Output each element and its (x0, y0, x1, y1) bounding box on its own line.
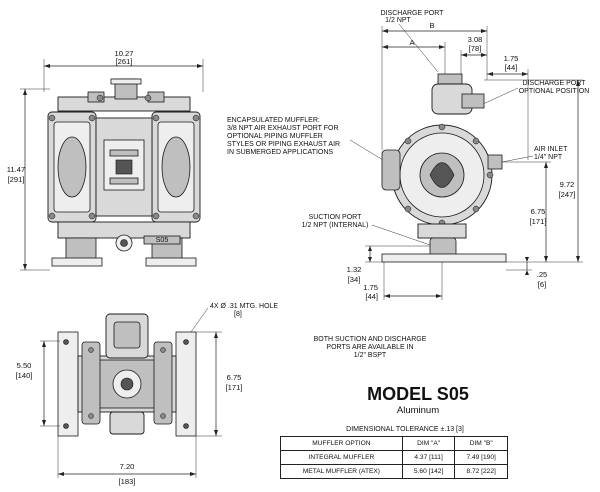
dim-discharge-offset: 3.08 [78] (460, 35, 487, 74)
front-height-mm: [291] (8, 175, 25, 184)
table-cell-dim-a: 5.60 [142] (401, 464, 456, 479)
dim-bottom-width-mm: [183] (119, 477, 136, 486)
suction-port-label: SUCTION PORT (309, 214, 362, 221)
model-subtitle: Aluminum (396, 405, 440, 416)
muffler-line-5: IN SUBMERGED APPLICATIONS (227, 149, 333, 156)
dim-base-offset-in: 1.75 (363, 283, 378, 292)
dim-suction-height-mm: [34] (348, 275, 361, 284)
muffler-line-3: OPTIONAL PIPING MUFFLER (227, 133, 323, 140)
dimensional-tolerance: DIMENSIONAL TOLERANCE ±.13 [3] (346, 426, 464, 433)
dim-bottom-depth-mm: [140] (16, 371, 33, 380)
dim-b-label: B (429, 21, 434, 30)
air-inlet-size: 1/4" NPT (534, 154, 563, 161)
dim-top-offset-mm: [44] (505, 63, 518, 72)
front-pump-body: S05 (47, 78, 201, 267)
dim-base-offset: 1.75 [44] (363, 262, 443, 301)
muffler-line-2: 3/8 NPT AIR EXHAUST PORT FOR (227, 125, 339, 132)
dim-overall-height: 9.72 [247] (484, 79, 583, 262)
front-width-mm: [261] (116, 57, 133, 66)
table-cell-option: INTEGRAL MUFFLER (280, 450, 403, 465)
bottom-view: 4X Ø .31 MTG. HOLE [8] (16, 303, 279, 486)
front-height-dimension: 11.47 [291] (7, 88, 50, 271)
dim-base-thickness-in: .25 (537, 270, 548, 279)
table-row: INTEGRAL MUFFLER 4.37 [111] 7.49 [190] (280, 450, 508, 465)
ports-note-line-2: PORTS ARE AVAILABLE IN (326, 344, 414, 351)
discharge-optional-position: OPTIONAL POSITION (519, 88, 590, 95)
air-inlet-label: AIR INLET (534, 146, 568, 153)
table-cell-dim-b: 8.72 [222] (454, 464, 508, 479)
table-header-muffler-option: MUFFLER OPTION (280, 436, 403, 451)
dim-bottom-width-in: 7.20 (120, 462, 135, 471)
discharge-port-label: DISCHARGE PORT (381, 10, 445, 17)
table-row: METAL MUFFLER (ATEX) 5.60 [142] 8.72 [22… (280, 464, 508, 479)
side-pump-body (381, 73, 507, 263)
dim-bottom-span-in: 6.75 (227, 373, 242, 382)
ports-note-line-1: BOTH SUCTION AND DISCHARGE (313, 336, 427, 343)
table-cell-dim-a: 4.37 [111] (401, 450, 456, 465)
table-header-dim-a: DIM "A" (401, 436, 456, 451)
ports-note-line-3: 1/2" BSPT (353, 352, 387, 359)
mounting-hole-note-mm: [8] (234, 311, 242, 318)
discharge-port-size: 1/2 NPT (385, 17, 411, 24)
dim-discharge-offset-in: 3.08 (468, 35, 483, 44)
dim-inlet-height: 6.75 [171] (502, 161, 583, 263)
dim-bottom-depth: 5.50 [140] (16, 340, 60, 427)
dim-bottom-depth-in: 5.50 (17, 361, 32, 370)
dim-bottom-width: 7.20 [183] (57, 436, 197, 486)
mounting-hole-note: 4X Ø .31 MTG. HOLE (210, 303, 278, 310)
model-title: MODEL S05 (367, 384, 469, 404)
muffler-line-1: ENCAPSULATED MUFFLER: (227, 117, 320, 124)
dim-a-label: A (409, 38, 415, 47)
table-header-dim-b: DIM "B" (454, 436, 508, 451)
dim-base-thickness-mm: [6] (538, 280, 546, 289)
bottom-pump-body (57, 313, 197, 437)
dim-inlet-height-in: 6.75 (531, 207, 546, 216)
dim-overall-height-mm: [247] (559, 190, 576, 199)
ports-note: BOTH SUCTION AND DISCHARGE PORTS ARE AVA… (300, 336, 440, 360)
dim-bottom-span-mm: [171] (226, 383, 243, 392)
front-view: 10.27 [261] 11.47 [291] (7, 49, 204, 271)
table-header-row: MUFFLER OPTION DIM "A" DIM "B" (280, 436, 508, 451)
front-nameplate: S05 (156, 235, 169, 244)
discharge-optional-label: DISCHARGE PORT (523, 80, 587, 87)
table-cell-option: METAL MUFFLER (ATEX) (280, 464, 403, 479)
dim-base-offset-mm: [44] (365, 292, 378, 301)
dim-a: A (382, 38, 446, 76)
dim-inlet-height-mm: [171] (530, 217, 547, 226)
muffler-line-4: STYLES OR PIPING EXHAUST AIR (227, 141, 340, 148)
dim-overall-height-in: 9.72 (560, 180, 575, 189)
dim-base-thickness: .25 [6] (506, 257, 547, 289)
dim-suction-height-in: 1.32 (347, 265, 362, 274)
suction-port-size: 1/2 NPT (INTERNAL) (302, 222, 369, 229)
dim-suction-height: 1.32 [34] (347, 245, 430, 284)
dim-discharge-offset-mm: [78] (469, 44, 482, 53)
muffler-option-table: MUFFLER OPTION DIM "A" DIM "B" INTEGRAL … (280, 436, 508, 479)
muffler-callout: ENCAPSULATED MUFFLER: 3/8 NPT AIR EXHAUS… (227, 117, 384, 161)
dim-bottom-span: 6.75 [171] (196, 331, 243, 437)
front-width-dimension: 10.27 [261] (43, 49, 204, 92)
dim-top-offset-in: 1.75 (504, 54, 519, 63)
side-view: DISCHARGE PORT 1/2 NPT B A 3.08 [78] (227, 10, 589, 301)
table-cell-dim-b: 7.49 [190] (454, 450, 508, 465)
dim-top-offset: 1.75 [44] (487, 54, 529, 160)
front-width-in: 10.27 (114, 49, 133, 58)
front-height-in: 11.47 (7, 165, 25, 174)
